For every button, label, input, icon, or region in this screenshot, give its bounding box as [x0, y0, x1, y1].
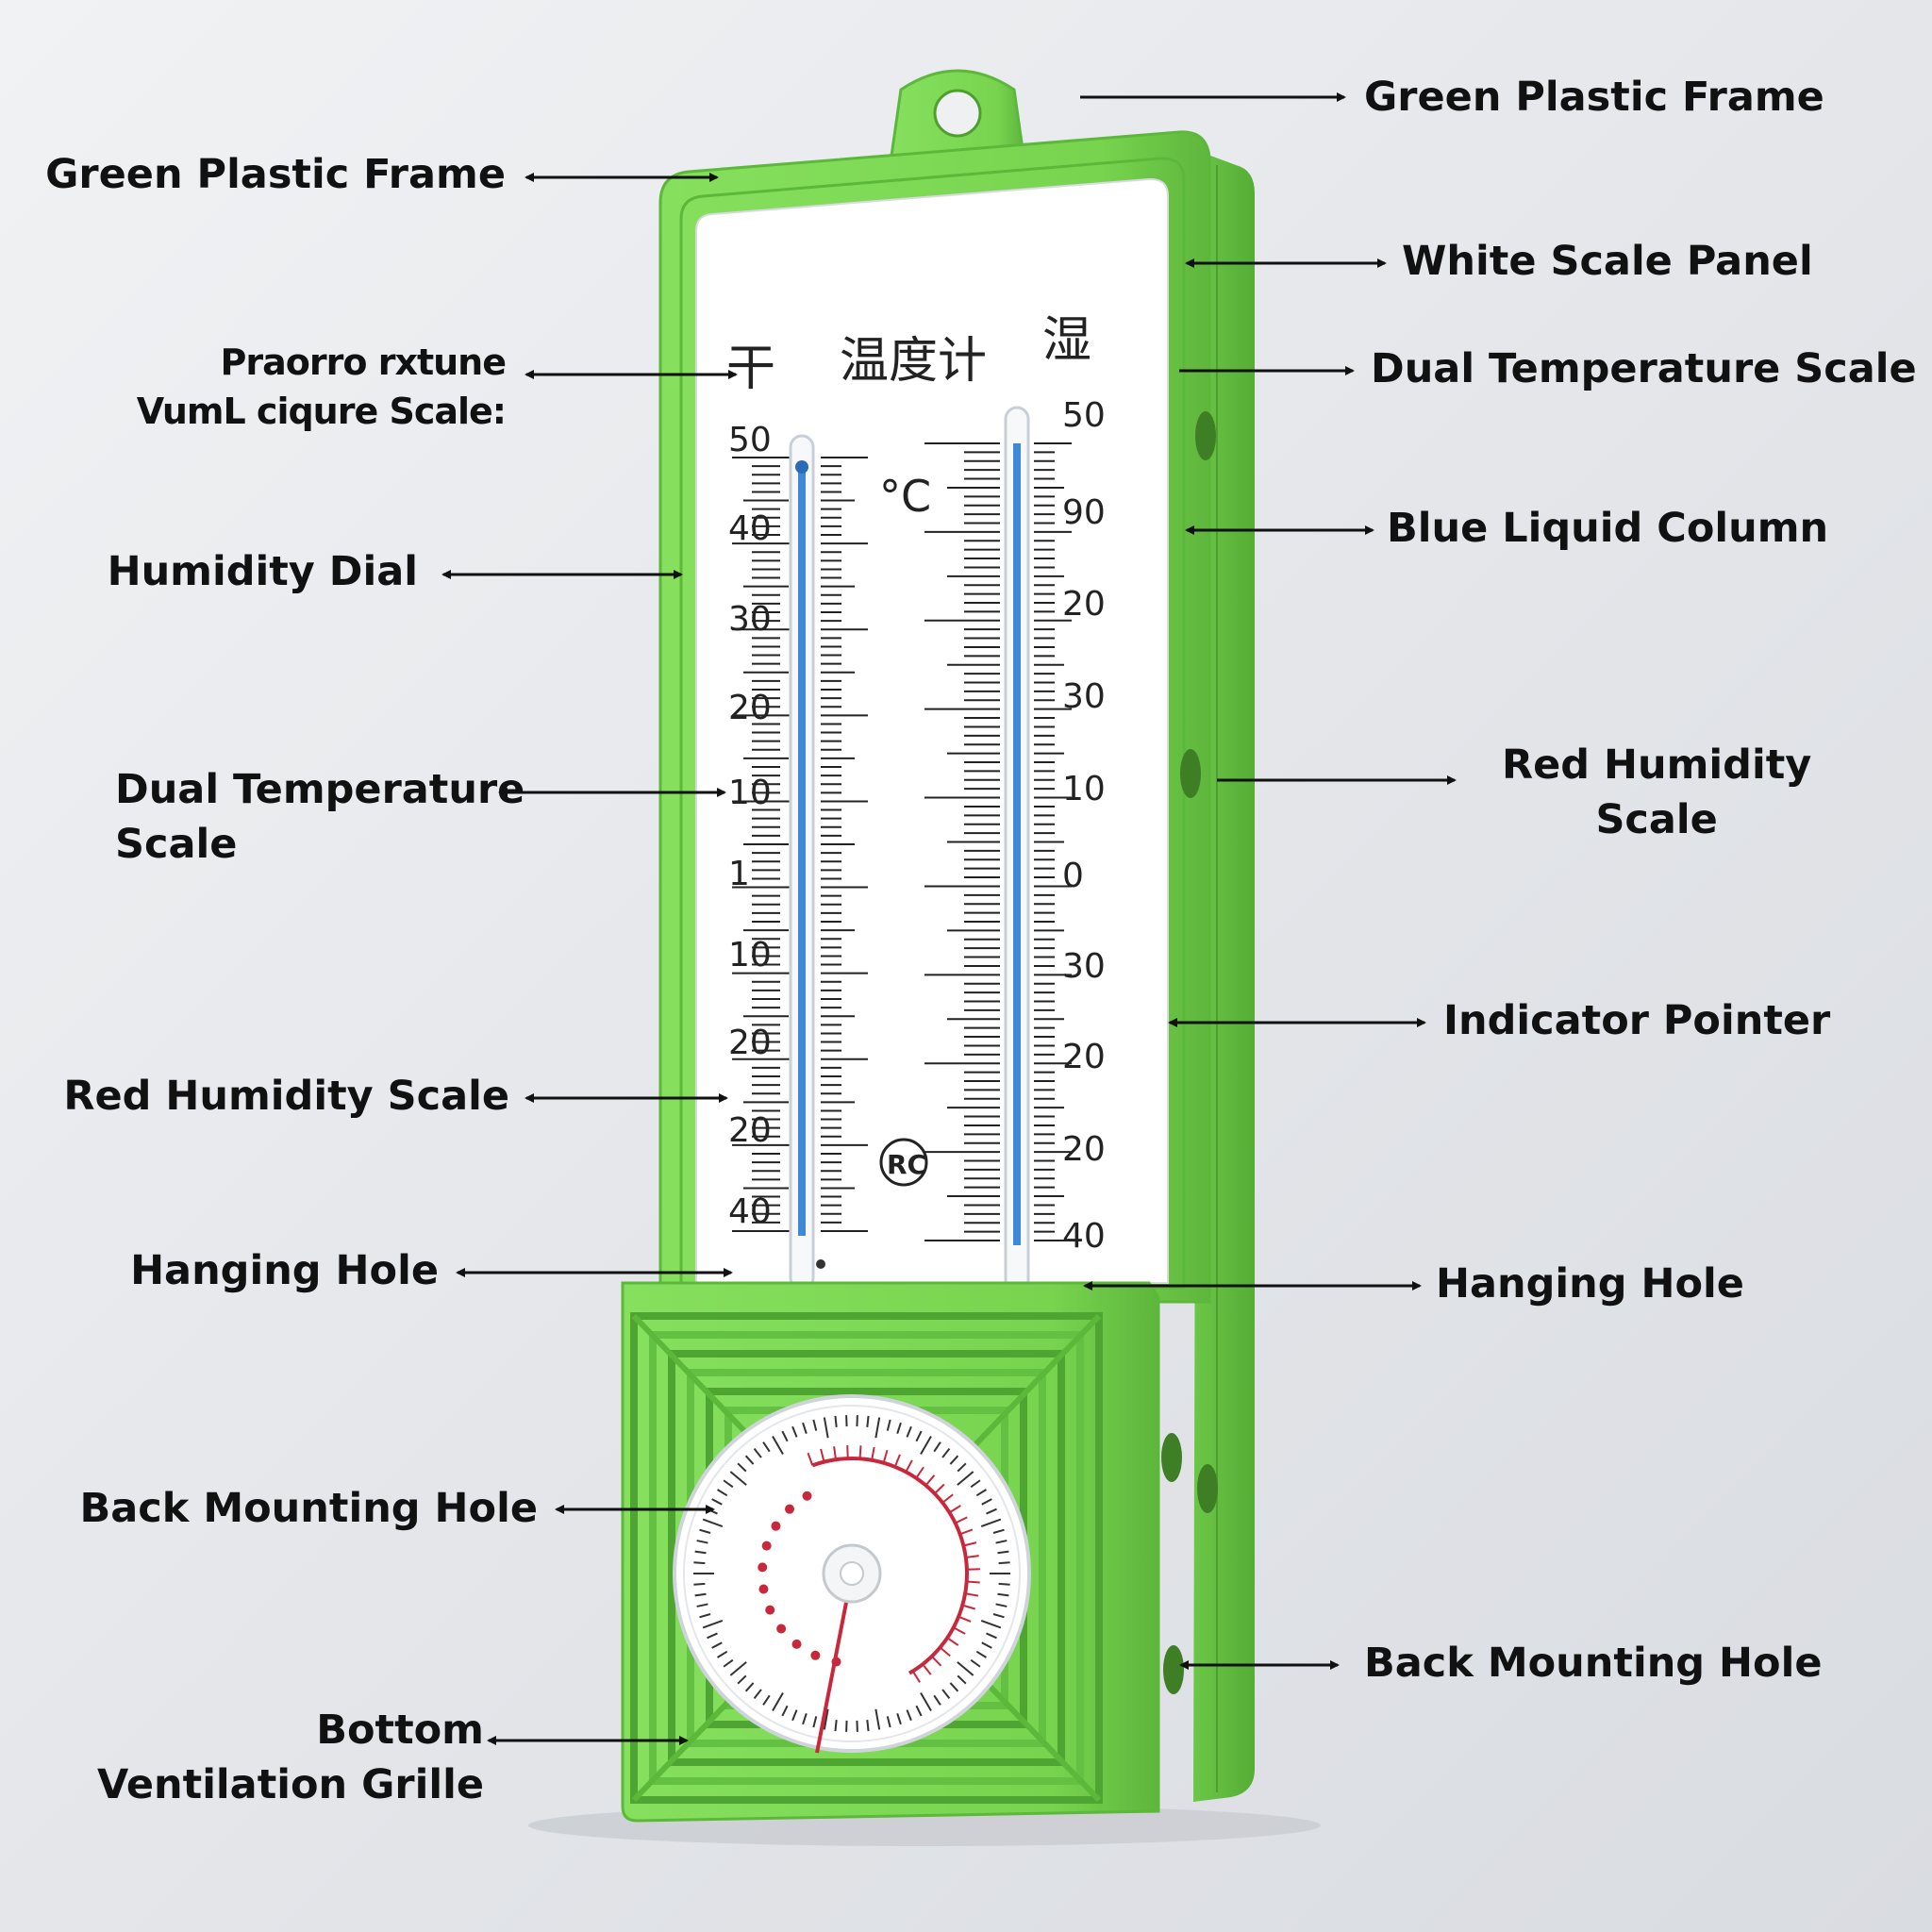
- humidity-dial: [673, 1394, 1031, 1754]
- label-humidity-dial-left: Humidity Dial: [107, 548, 418, 595]
- label-back-mounting-hole-left: Back Mounting Hole: [79, 1485, 539, 1532]
- left-scale-number: 10: [728, 936, 772, 974]
- label-green-plastic-frame-right: Green Plastic Frame: [1364, 74, 1824, 121]
- label-blue-liquid-column-right: Blue Liquid Column: [1387, 505, 1829, 552]
- right-scale-number: 50: [1062, 396, 1106, 435]
- right-scale-number: 30: [1062, 947, 1106, 986]
- right-scale-number: 90: [1062, 493, 1106, 532]
- back-mounting-hole-2: [1180, 749, 1201, 798]
- left-scale-number: 40: [728, 509, 772, 548]
- back-mounting-hole-1: [1195, 411, 1216, 460]
- right-scale-number: 20: [1062, 585, 1106, 624]
- panel-title: 温度计: [840, 333, 987, 390]
- label-white-scale-panel-right: White Scale Panel: [1402, 238, 1813, 285]
- right-temperature-ticks: [924, 442, 1072, 1241]
- right-scale-number: 10: [1062, 770, 1106, 808]
- left-temperature-ticks: [732, 457, 868, 1232]
- celsius-unit: °C: [879, 471, 931, 522]
- label-hanging-hole-left: Hanging Hole: [130, 1247, 439, 1294]
- frame-inner-lip: [679, 157, 1186, 1290]
- certification-mark: RC: [879, 1138, 928, 1187]
- left-scale-number: 20: [728, 1111, 772, 1150]
- right-scale-number: 20: [1062, 1038, 1106, 1076]
- dry-bulb-char: 干: [726, 341, 775, 397]
- back-mounting-hole-5: [1163, 1645, 1184, 1694]
- label-red-humidity-scale-right: Red Humidity Scale: [1502, 741, 1812, 843]
- blue-liquid-column-right: [1013, 443, 1021, 1245]
- label-indicator-pointer-right: Indicator Pointer: [1443, 997, 1831, 1044]
- right-scale-number: 30: [1062, 677, 1106, 716]
- indicator-pointer: [815, 1573, 854, 1754]
- label-dual-temperature-scale-right: Dual Temperature Scale: [1371, 345, 1917, 392]
- label-bottom-ventilation-grille-left: Bottom Ventilation Grille: [96, 1707, 484, 1808]
- back-mounting-hole-4: [1197, 1464, 1218, 1513]
- label-dual-temperature-scale-left: Dual Temperature Scale: [115, 766, 525, 868]
- wet-bulb-char: 湿: [1042, 312, 1091, 369]
- label-garbled-scale-left: Praorro rxtune VumL ciqure Scale:: [136, 341, 507, 432]
- left-thermometer-tube: [789, 434, 825, 1291]
- left-scale-number: 20: [728, 1024, 772, 1062]
- hanging-loop: [890, 69, 1025, 158]
- hanging-hole: [933, 89, 982, 138]
- right-scale-number: 20: [1062, 1130, 1106, 1169]
- left-scale-number: 50: [728, 421, 772, 459]
- label-green-plastic-frame-left: Green Plastic Frame: [45, 151, 506, 198]
- right-scale-number: 40: [1062, 1217, 1106, 1256]
- back-mounting-hole-3: [1161, 1433, 1182, 1482]
- svg-text:RC: RC: [887, 1149, 926, 1180]
- right-thermometer-tube: [1004, 406, 1030, 1310]
- red-humidity-scale: [811, 1457, 970, 1675]
- left-scale-number: 20: [728, 689, 772, 727]
- left-temperature-scale: 50 40 30 20 10 1 10 20 20 40: [728, 421, 772, 1231]
- label-hanging-hole-right: Hanging Hole: [1436, 1260, 1744, 1307]
- left-scale-number: 40: [728, 1192, 772, 1231]
- blue-liquid-column-left: [798, 462, 806, 1236]
- label-back-mounting-hole-right: Back Mounting Hole: [1364, 1640, 1823, 1687]
- label-red-humidity-scale-left: Red Humidity Scale: [63, 1073, 509, 1120]
- left-scale-number: 10: [728, 774, 772, 812]
- left-scale-number: 1: [728, 855, 750, 893]
- left-scale-number: 30: [728, 600, 772, 639]
- callout-arrows: [441, 92, 1457, 1745]
- right-temperature-scale: 50 90 20 30 10 0 30 20 20 40: [1062, 396, 1106, 1256]
- right-scale-number: 0: [1062, 857, 1084, 895]
